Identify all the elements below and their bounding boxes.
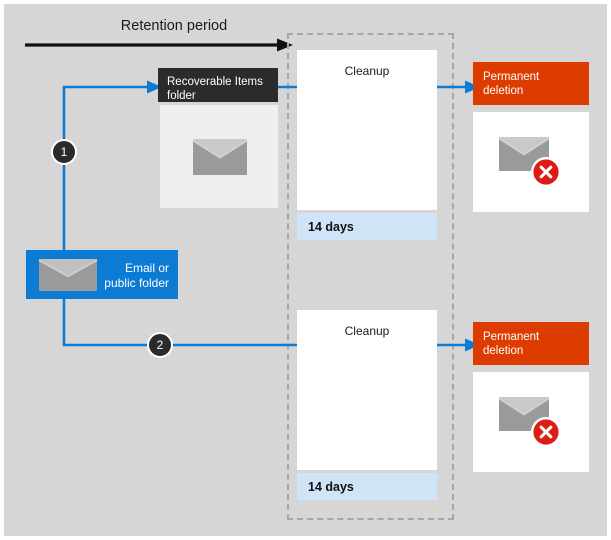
step-marker-2-number: 2 xyxy=(156,338,164,352)
recoverable-items-title: Recoverable Items folder xyxy=(167,76,263,102)
retention-days-band-2: 14 days xyxy=(297,473,437,500)
envelope-deleted-icon xyxy=(499,137,561,187)
envelope-icon xyxy=(39,259,97,291)
step-marker-2: 2 xyxy=(147,332,173,358)
envelope-icon xyxy=(193,139,247,175)
permanent-deletion-label-1: Permanent deletion xyxy=(483,71,540,97)
permanent-deletion-label-2: Permanent deletion xyxy=(483,331,540,357)
diagram-stage: Retention period 1 2 R xyxy=(4,4,607,536)
recoverable-items-body xyxy=(160,105,278,208)
permanent-deletion-body-1 xyxy=(473,112,589,212)
email-or-public-folder-box: Email or public folder xyxy=(26,250,178,299)
permanent-deletion-header-1: Permanent deletion xyxy=(473,62,589,105)
step-marker-1-number: 1 xyxy=(60,145,68,159)
email-or-public-folder-label: Email or public folder xyxy=(104,261,169,290)
cleanup-label-1: Cleanup xyxy=(344,64,390,78)
retention-period-label: Retention period xyxy=(120,18,228,34)
retention-days-label-1: 14 days xyxy=(308,219,354,234)
cleanup-label-2: Cleanup xyxy=(344,324,390,338)
envelope-deleted-icon xyxy=(499,397,561,447)
cleanup-box-1: Cleanup xyxy=(297,50,437,210)
retention-days-label-2: 14 days xyxy=(308,479,354,494)
retention-period-arrow xyxy=(25,38,293,52)
permanent-deletion-header-2: Permanent deletion xyxy=(473,322,589,365)
retention-days-band-1: 14 days xyxy=(297,213,437,240)
recoverable-items-header: Recoverable Items folder xyxy=(158,68,278,102)
cleanup-box-2: Cleanup xyxy=(297,310,437,470)
step-marker-1: 1 xyxy=(51,139,77,165)
retention-boundary-region xyxy=(287,33,454,520)
permanent-deletion-body-2 xyxy=(473,372,589,472)
